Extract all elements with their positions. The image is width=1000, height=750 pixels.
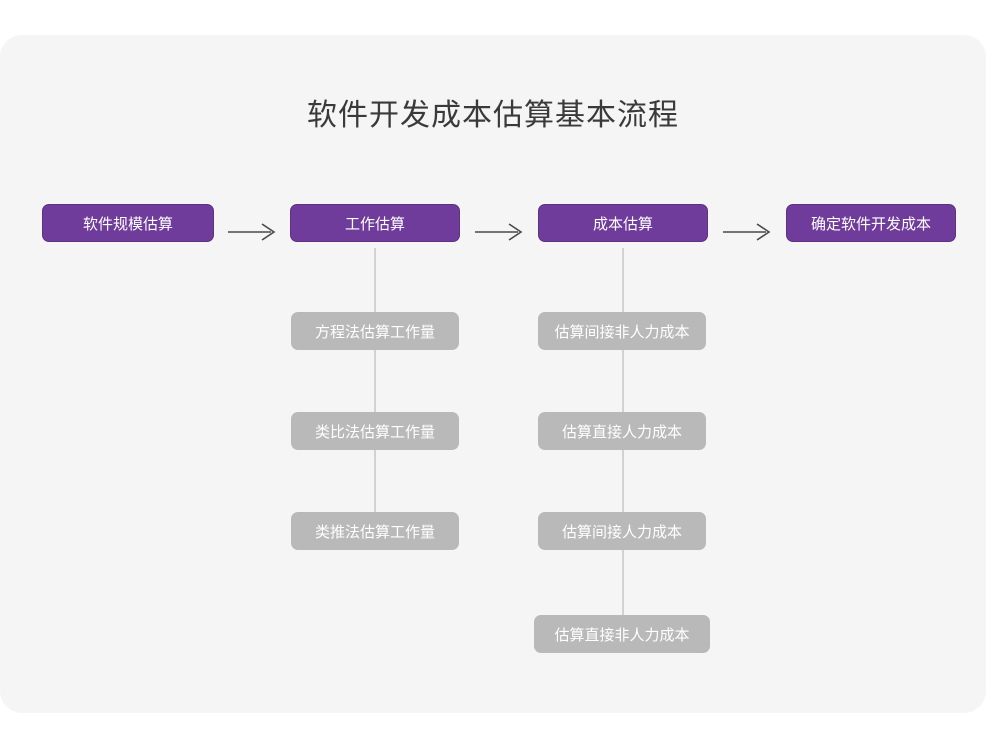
- substep-node[interactable]: 估算间接非人力成本: [538, 312, 706, 350]
- stage-node-label: 软件规模估算: [82, 215, 173, 233]
- stage-node-label: 确定软件开发成本: [810, 215, 931, 233]
- substep-node-label: 估算间接人力成本: [561, 523, 682, 541]
- substep-node-label: 类比法估算工作量: [314, 423, 435, 441]
- substep-node[interactable]: 类比法估算工作量: [291, 412, 459, 450]
- stage-node-determine-development-cost[interactable]: 确定软件开发成本: [786, 204, 956, 242]
- page-title: 软件开发成本估算基本流程: [307, 99, 679, 132]
- substep-node[interactable]: 估算直接非人力成本: [534, 615, 710, 653]
- long-right-arrow-icon: [226, 221, 280, 243]
- substep-node-label: 估算直接非人力成本: [554, 626, 690, 644]
- substep-node-label: 方程法估算工作量: [314, 323, 435, 341]
- substep-node-label: 估算直接人力成本: [561, 423, 682, 441]
- long-right-arrow-icon: [473, 221, 527, 243]
- stage-node-cost-estimation[interactable]: 成本估算: [538, 204, 708, 242]
- substep-node[interactable]: 估算直接人力成本: [538, 412, 706, 450]
- substep-node[interactable]: 方程法估算工作量: [291, 312, 459, 350]
- substep-node[interactable]: 类推法估算工作量: [291, 512, 459, 550]
- stage-node-work-estimation[interactable]: 工作估算: [290, 204, 460, 242]
- diagram-card: 软件开发成本估算基本流程 软件规模估算 工作估算 成本估算 确定软件开发成本: [0, 35, 986, 713]
- stage-node-software-scale-estimation[interactable]: 软件规模估算: [42, 204, 214, 242]
- connector-line-stage-2: [374, 248, 376, 533]
- substep-node-label: 类推法估算工作量: [314, 523, 435, 541]
- substep-node-label: 估算间接非人力成本: [554, 323, 690, 341]
- substep-node[interactable]: 估算间接人力成本: [538, 512, 706, 550]
- stage-node-label: 成本估算: [592, 215, 653, 233]
- stage-node-label: 工作估算: [344, 215, 405, 233]
- long-right-arrow-icon: [721, 221, 775, 243]
